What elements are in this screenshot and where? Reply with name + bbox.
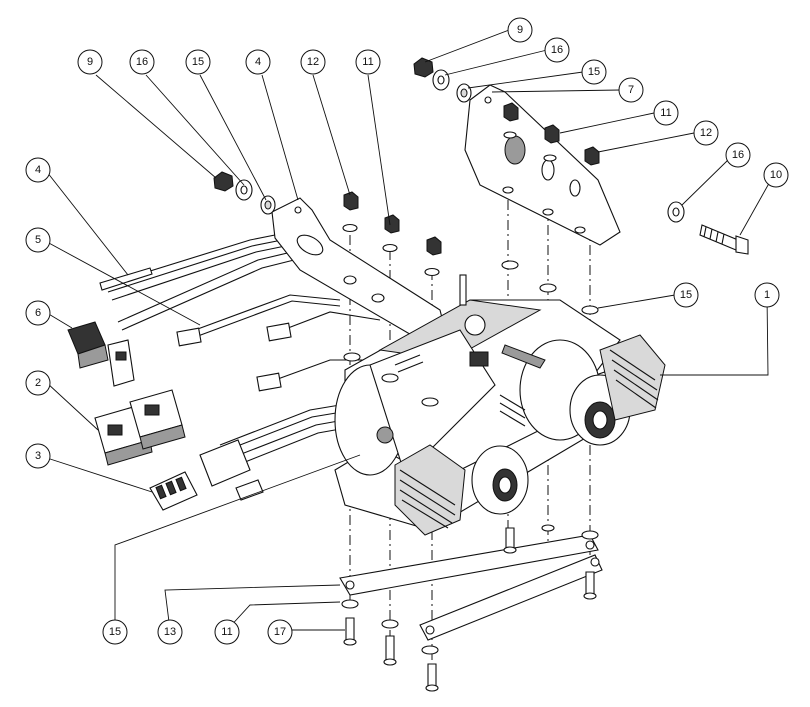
callout-c15a: 15	[185, 49, 211, 75]
callout-c13: 13	[157, 619, 183, 645]
svg-text:6: 6	[35, 307, 41, 319]
callout-c11b: 11	[653, 100, 679, 126]
fuse-holder	[149, 471, 198, 511]
callout-c9a: 9	[77, 49, 103, 75]
callout-c7: 7	[618, 77, 644, 103]
callout-c17: 17	[267, 619, 293, 645]
svg-text:7: 7	[628, 84, 634, 96]
callout-c15c: 15	[673, 282, 699, 308]
callout-c11c: 11	[214, 619, 240, 645]
svg-text:11: 11	[221, 626, 232, 638]
callout-c15b: 15	[581, 59, 607, 85]
callout-c12b: 12	[693, 120, 719, 146]
svg-text:13: 13	[164, 626, 176, 638]
svg-text:9: 9	[517, 24, 523, 36]
svg-text:11: 11	[362, 56, 373, 68]
callout-c4a: 4	[245, 49, 271, 75]
svg-text:15: 15	[109, 626, 121, 638]
callout-c3: 3	[25, 443, 51, 469]
svg-text:15: 15	[192, 56, 204, 68]
callout-c16a: 16	[129, 49, 155, 75]
leader-lines	[46, 29, 773, 631]
svg-text:4: 4	[35, 164, 41, 176]
callout-c5: 5	[25, 227, 51, 253]
callout-c1: 1	[754, 282, 780, 308]
callout-c2: 2	[25, 370, 51, 396]
svg-text:2: 2	[35, 377, 41, 389]
callout-bubbles: 9 16 15 4 12 11 9 16 15 7 11 12 16 10 4 …	[25, 17, 789, 645]
callout-c9b: 9	[507, 17, 533, 43]
rocker-switch	[67, 321, 135, 387]
callout-c15d: 15	[102, 619, 128, 645]
fasteners	[213, 57, 749, 692]
bottom-mount-bars	[339, 534, 603, 641]
svg-text:3: 3	[35, 450, 41, 462]
svg-text:10: 10	[770, 169, 782, 181]
svg-text:9: 9	[87, 56, 93, 68]
left-mount-bracket	[271, 197, 446, 341]
svg-text:17: 17	[274, 626, 286, 638]
wiring-harness	[99, 231, 381, 501]
svg-text:15: 15	[680, 289, 692, 301]
callout-c10: 10	[763, 162, 789, 188]
svg-text:16: 16	[732, 149, 744, 161]
callout-c6: 6	[25, 300, 51, 326]
svg-text:11: 11	[660, 107, 671, 119]
switch-housing-pair	[94, 389, 186, 466]
callout-c11a: 11	[355, 49, 381, 75]
svg-text:5: 5	[35, 234, 41, 246]
svg-text:16: 16	[136, 56, 148, 68]
svg-text:4: 4	[255, 56, 261, 68]
callout-c4b: 4	[25, 157, 51, 183]
callout-c16c: 16	[725, 142, 751, 168]
svg-text:12: 12	[700, 127, 712, 139]
svg-text:16: 16	[551, 44, 563, 56]
svg-text:15: 15	[588, 66, 600, 78]
svg-text:1: 1	[764, 289, 770, 301]
right-mount-bracket	[464, 84, 621, 246]
callout-c16b: 16	[544, 37, 570, 63]
callout-c12a: 12	[300, 49, 326, 75]
svg-text:12: 12	[307, 56, 319, 68]
